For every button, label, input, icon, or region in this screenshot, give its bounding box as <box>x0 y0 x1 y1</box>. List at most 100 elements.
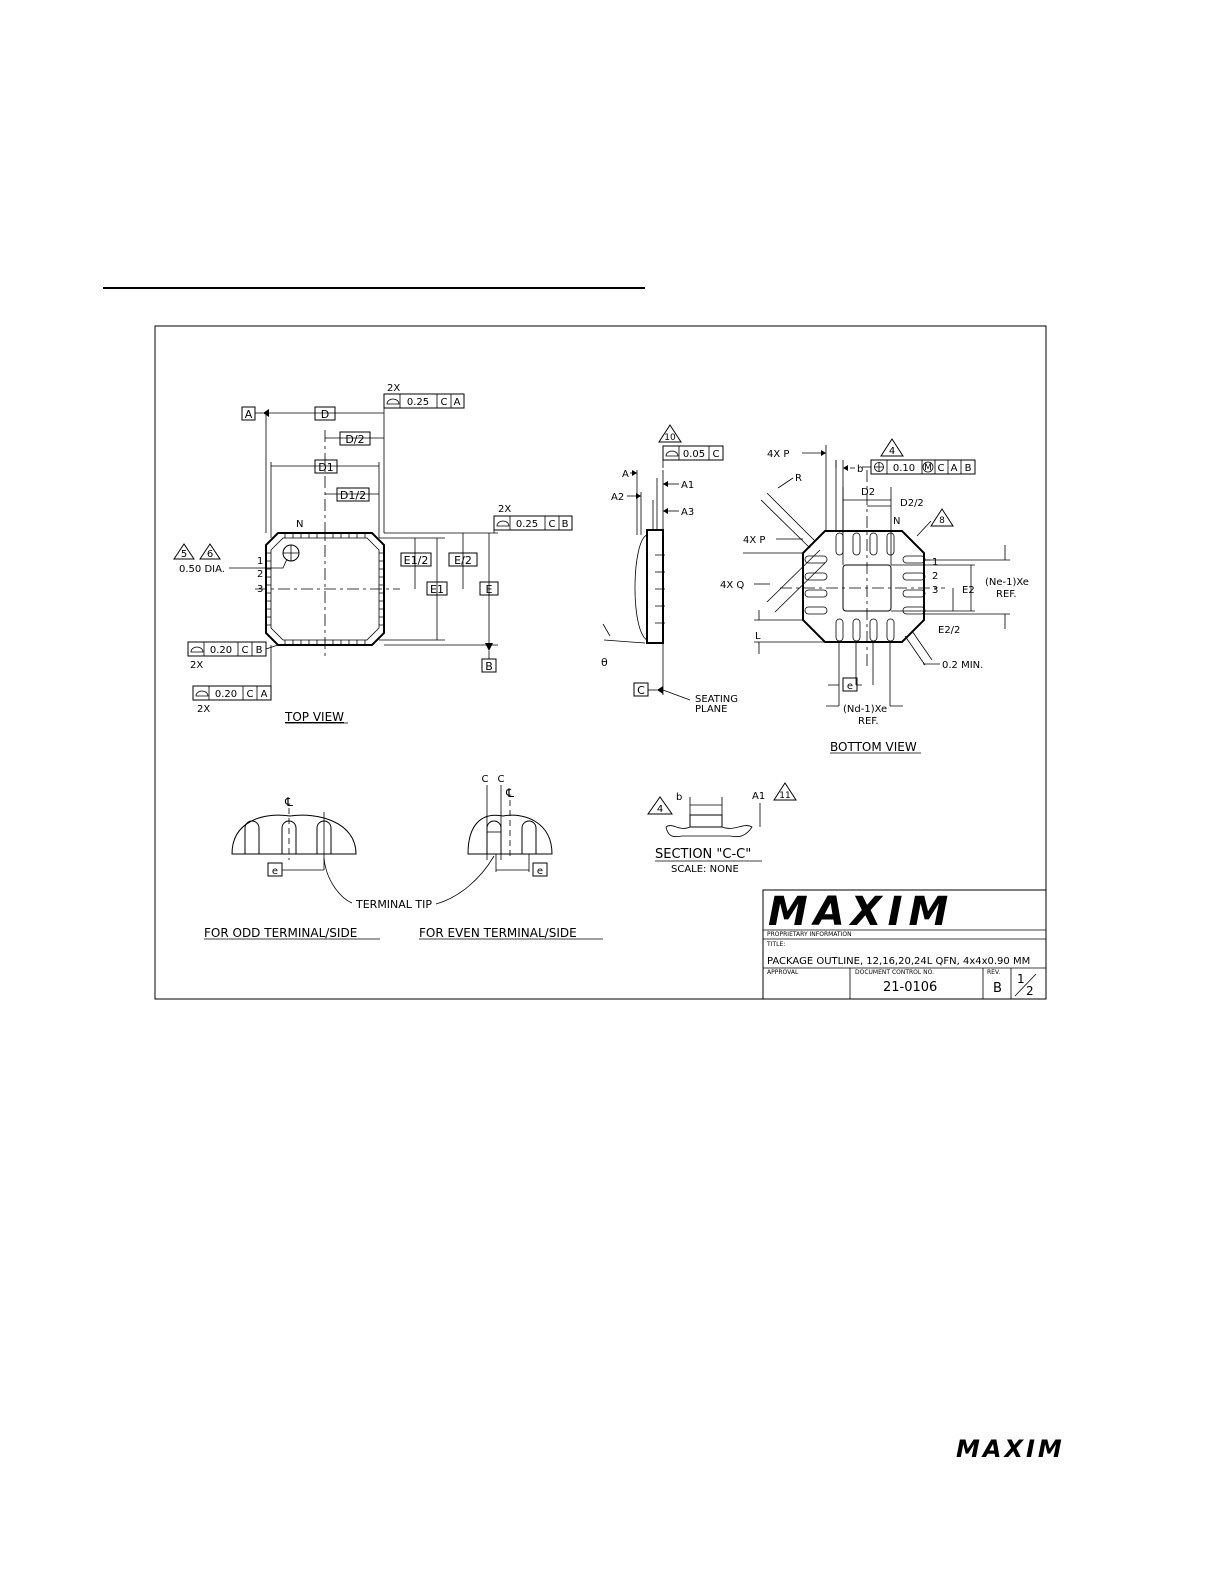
pads-left <box>804 555 828 615</box>
svg-text:C: C <box>713 449 720 460</box>
svg-text:B: B <box>965 463 972 474</box>
dim-a1-label: A1 <box>681 480 694 491</box>
even-terminal-title: FOR EVEN TERMINAL/SIDE <box>419 926 577 940</box>
package-outline-top <box>265 532 385 646</box>
odd-centerline: ℄ <box>284 795 293 809</box>
bottom-view-title: BOTTOM VIEW <box>830 740 917 754</box>
doc-control-label: DOCUMENT CONTROL NO. <box>855 969 934 976</box>
odd-terminal-shape <box>231 814 357 855</box>
svg-text:A: A <box>951 463 958 474</box>
tol-top-mult: 2X <box>387 383 400 394</box>
datum-b-label: B <box>485 660 493 673</box>
package-outline-bottom <box>802 530 925 643</box>
bottom-4x-p-top: 4X P <box>767 449 789 460</box>
side-view: 10 0.05 C A A1 A2 A <box>601 424 738 715</box>
bottom-pin-2: 2 <box>932 571 938 582</box>
section-scale: SCALE: NONE <box>671 864 739 875</box>
bottom-4x-q: 4X Q <box>720 580 744 591</box>
dim-e1-half-label: E1/2 <box>404 554 429 567</box>
bottom-ne-ref-2: REF. <box>996 589 1017 600</box>
drawing-title: PACKAGE OUTLINE, 12,16,20,24L QFN, 4x4x0… <box>767 956 1030 967</box>
seating-plane-line2: PLANE <box>695 704 727 715</box>
bottom-min-label: 0.2 MIN. <box>942 660 983 671</box>
dim-d-half-label: D/2 <box>345 433 364 446</box>
terminal-tip-label: TERMINAL TIP <box>355 898 432 911</box>
bottom-nd-ref: (Nd-1)Xe <box>843 704 887 715</box>
svg-text:B: B <box>562 519 569 530</box>
package-inner-outline <box>270 537 380 641</box>
sheet-number: 1 <box>1017 972 1025 986</box>
dim-d-label: D <box>321 408 329 421</box>
odd-e-box: e <box>272 866 278 877</box>
pads-top <box>835 532 895 556</box>
tol-frame-top: 0.25 C A <box>383 393 465 409</box>
even-c-right: C <box>498 774 505 785</box>
svg-text:A: A <box>454 397 461 408</box>
svg-text:C: C <box>549 519 556 530</box>
datum-c-label: C <box>637 684 645 697</box>
approval-label: APPROVAL <box>767 969 799 976</box>
dim-e1-label: E1 <box>430 583 444 596</box>
note-6-triangle: 6 <box>207 549 213 560</box>
svg-text:0.20: 0.20 <box>210 645 232 656</box>
section-terminal <box>689 814 723 828</box>
bottom-l: L <box>755 631 761 642</box>
svg-text:0.20: 0.20 <box>215 689 237 700</box>
bottom-e-box: e <box>847 681 853 692</box>
revision: B <box>993 981 1002 996</box>
dim-a-label: A <box>622 469 629 480</box>
tol-bl2-mult: 2X <box>197 704 210 715</box>
bottom-r: R <box>795 473 802 484</box>
bottom-ne-ref: (Ne-1)Xe <box>985 577 1029 588</box>
proprietary-label: PROPRIETARY INFORMATION <box>767 931 852 938</box>
svg-text:0.10: 0.10 <box>893 463 915 474</box>
svg-text:C: C <box>247 689 254 700</box>
theta-label: θ <box>601 656 608 669</box>
note-10-triangle: 10 <box>664 433 676 443</box>
section-title: SECTION "C-C" <box>655 847 751 862</box>
bottom-nd-ref-2: REF. <box>858 716 879 727</box>
tol-frame-right: 0.25 C B <box>493 515 573 531</box>
section-a1: A1 <box>752 791 765 802</box>
tol-bl1-mult: 2X <box>190 660 203 671</box>
svg-text:MAXIM: MAXIM <box>768 889 954 935</box>
dim-d1-label: D1 <box>318 461 333 474</box>
dim-e-half-label: E/2 <box>454 554 472 567</box>
bottom-view: 4X P R 4X P 4X Q b 4 0.10 M C A <box>720 438 1029 754</box>
svg-text:C: C <box>441 397 448 408</box>
even-centerline: ℄ <box>505 786 514 800</box>
dim-a3-label: A3 <box>681 507 694 518</box>
svg-text:C: C <box>938 463 945 474</box>
even-terminal-shape <box>467 814 553 855</box>
top-pin-2: 2 <box>257 569 263 580</box>
package-side-profile <box>646 529 664 644</box>
top-view: A D D/2 D1 D1/2 E1/2 E1 E/2 E <box>173 383 573 724</box>
terminal-details: ℄ e C C ℄ e TERMINAL TIP FOR ODD TERMINA… <box>204 774 603 940</box>
top-pin-1: 1 <box>257 556 263 567</box>
drawing-frame <box>154 325 1047 1000</box>
bottom-e2: E2 <box>962 585 975 596</box>
svg-text:0.25: 0.25 <box>407 397 429 408</box>
svg-text:0.25: 0.25 <box>516 519 538 530</box>
bottom-4x-p-left: 4X P <box>743 535 765 546</box>
odd-terminal-title: FOR ODD TERMINAL/SIDE <box>204 926 357 940</box>
top-view-title: TOP VIEW <box>284 710 344 724</box>
svg-text:C: C <box>242 645 249 656</box>
title-label: TITLE: <box>766 941 785 948</box>
top-pin-3: 3 <box>257 584 263 595</box>
even-e-box: e <box>537 866 543 877</box>
seating-plane-line1: SEATING <box>695 694 738 705</box>
svg-text:0.05: 0.05 <box>683 449 705 460</box>
tol-frame-bl1: 0.20 C B <box>187 641 267 657</box>
top-pin-n: N <box>296 519 303 530</box>
even-c-left: C <box>482 774 489 785</box>
maxim-logo: MAXIM <box>768 889 954 935</box>
svg-text:B: B <box>256 645 263 656</box>
document-number: 21-0106 <box>883 980 937 995</box>
bottom-d2: D2 <box>861 487 875 498</box>
bottom-pin-1: 1 <box>932 557 938 568</box>
sheet-total: 2 <box>1026 984 1034 998</box>
side-tol-frame: 0.05 C <box>662 445 724 461</box>
bottom-b: b <box>857 464 863 475</box>
